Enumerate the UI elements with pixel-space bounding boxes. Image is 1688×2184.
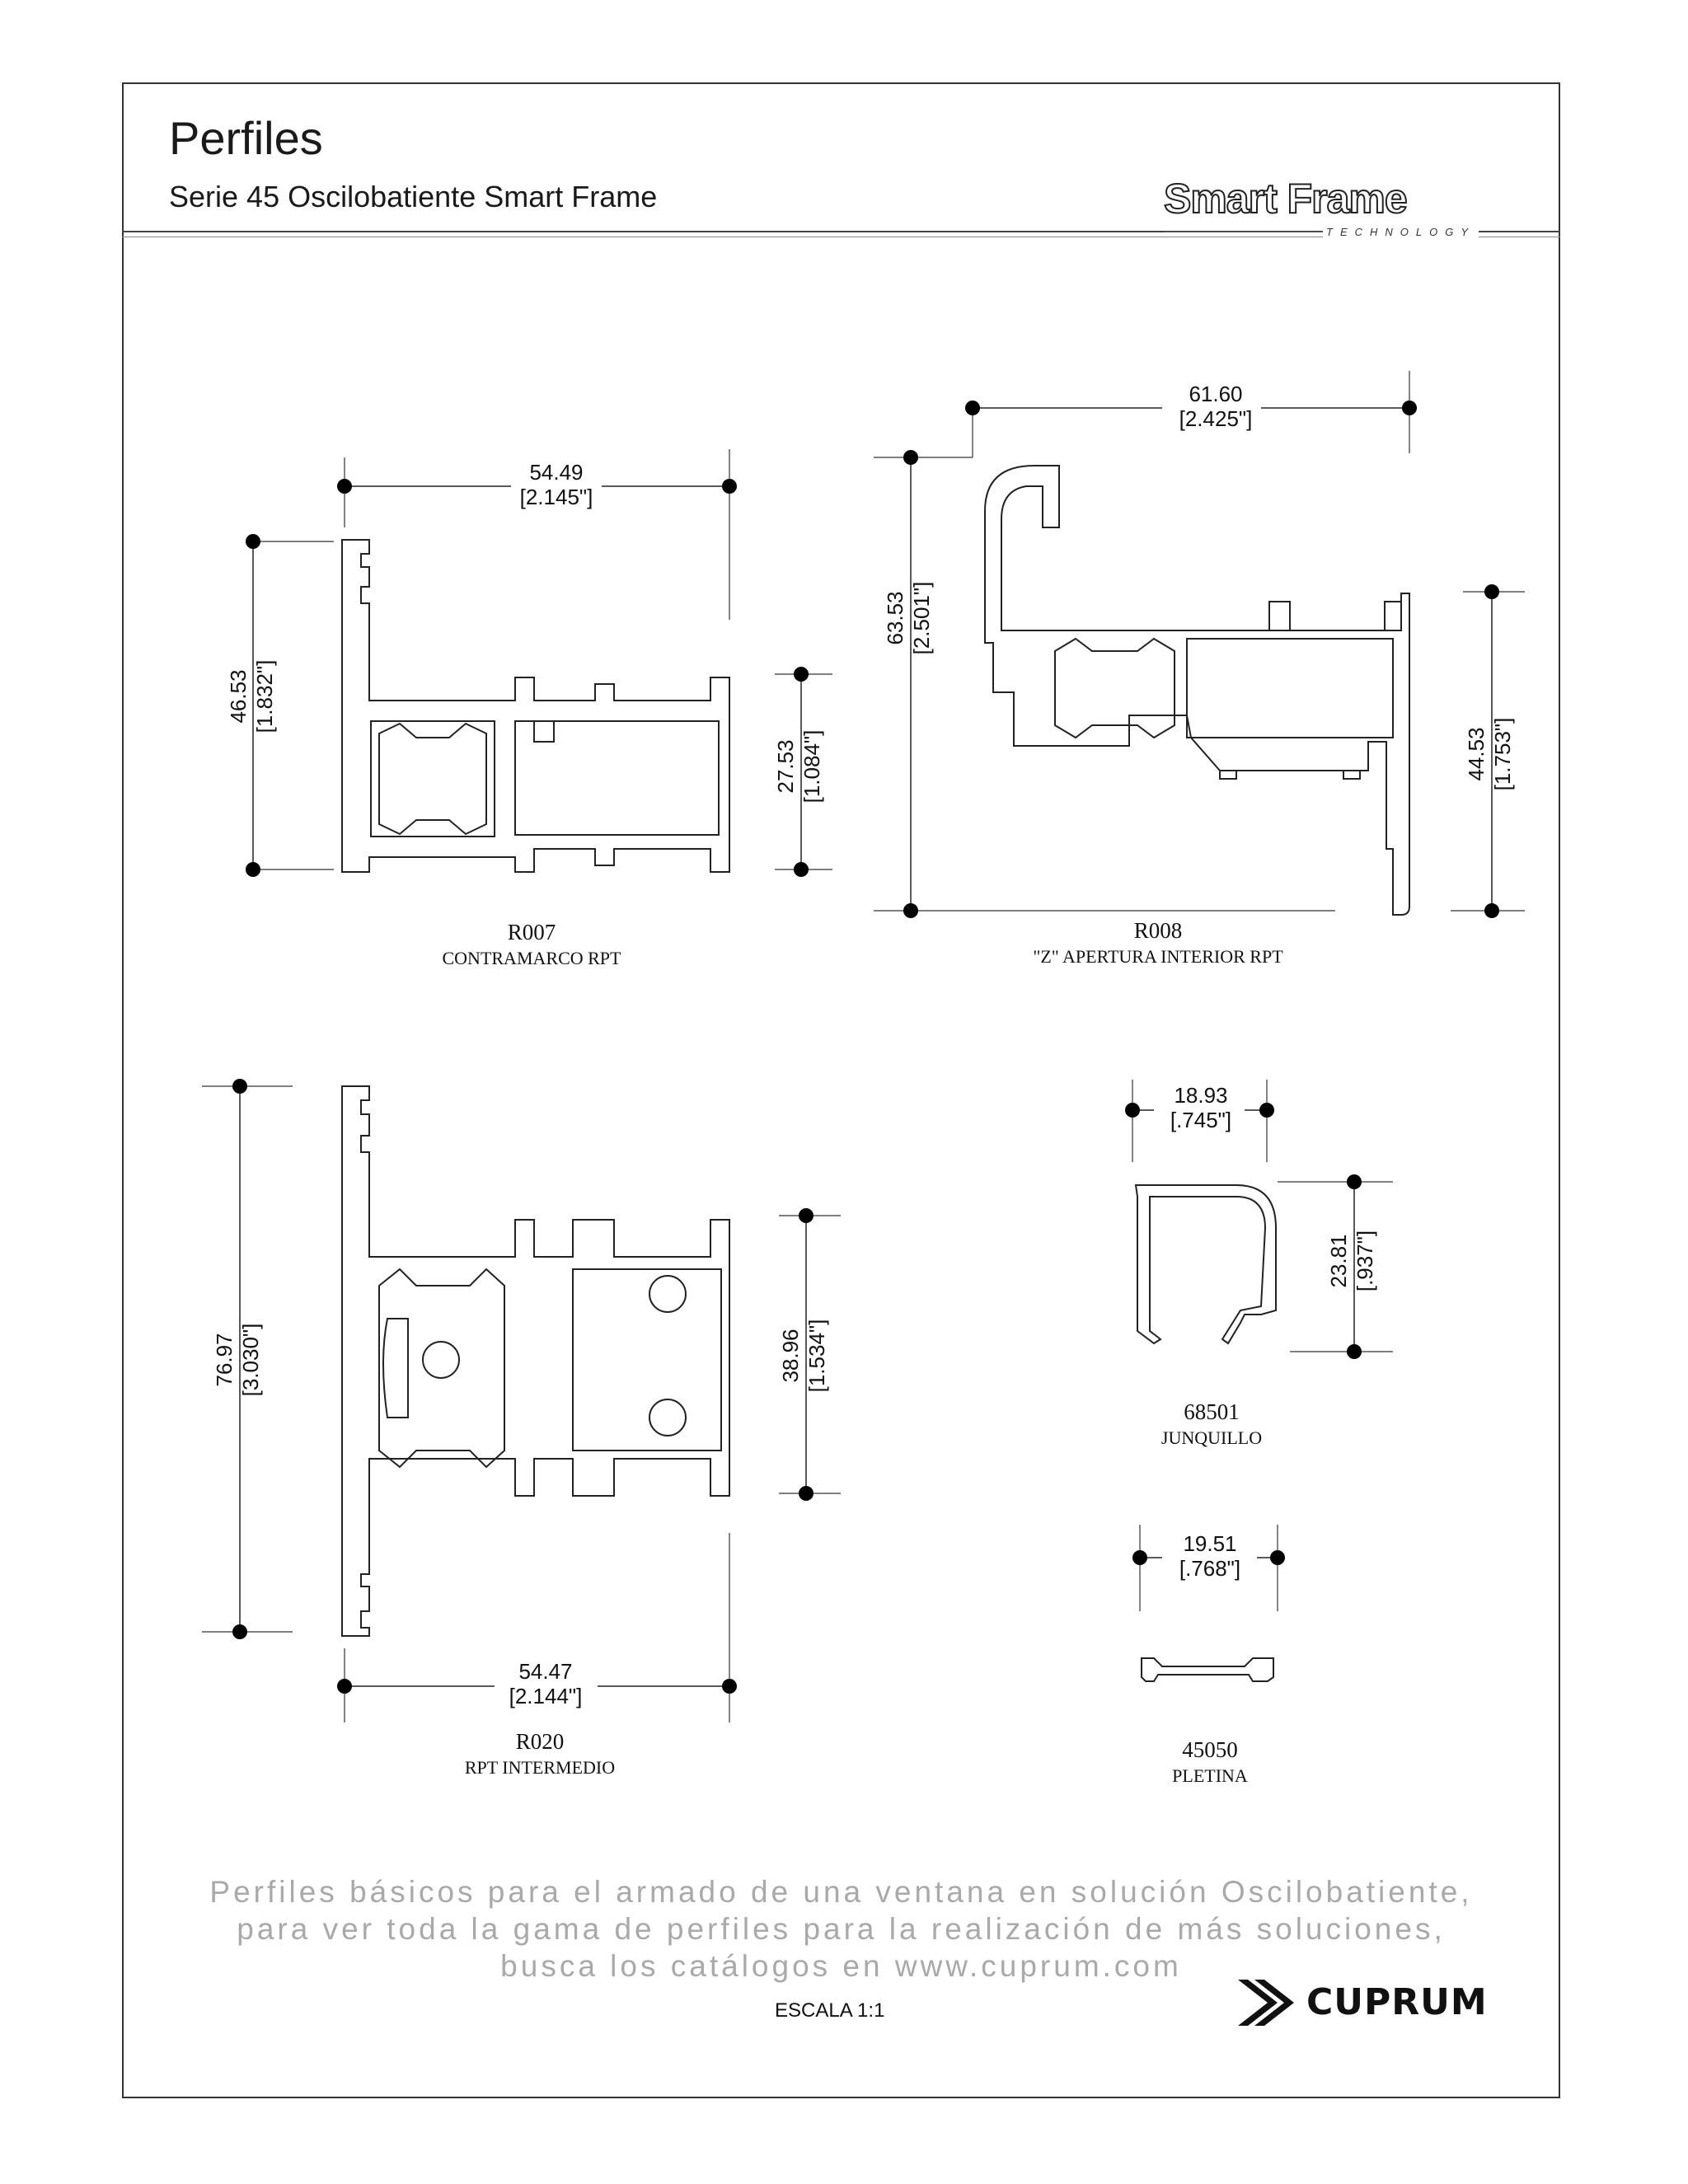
- p45050-width-mm: 19.51: [1183, 1531, 1236, 1556]
- p45050-name: PLETINA: [1172, 1765, 1248, 1786]
- r020-inner-mm: 38.96: [778, 1329, 803, 1382]
- smartframe-logo: Smart Frame: [1163, 175, 1409, 223]
- smartframe-logo-tagline: TECHNOLOGY: [1323, 226, 1479, 238]
- profile-r020: [202, 1079, 841, 1722]
- p68501-code: 68501: [1184, 1399, 1240, 1424]
- r008-code: R008: [1134, 918, 1183, 943]
- cuprum-logo-text: CUPRUM: [1306, 1981, 1488, 2023]
- scale-label: ESCALA 1:1: [775, 1999, 885, 2022]
- r020-height-mm: 76.97: [212, 1333, 237, 1386]
- profile-45050: [1132, 1525, 1285, 1682]
- r007-width-in: [2.145"]: [520, 485, 593, 509]
- r007-inner-in: [1.084"]: [799, 730, 824, 804]
- profile-68501: [1125, 1080, 1393, 1359]
- r007-inner-mm: 27.53: [773, 739, 798, 793]
- r007-height-in: [1.832"]: [252, 660, 277, 733]
- p45050-code: 45050: [1182, 1737, 1238, 1762]
- r008-width-in: [2.425"]: [1179, 406, 1253, 431]
- r007-width-mm: 54.49: [529, 460, 583, 485]
- r008-height-mm: 63.53: [883, 591, 907, 644]
- page-title: Perfiles: [169, 112, 323, 164]
- r007-code: R007: [508, 920, 556, 944]
- profile-r008: [874, 371, 1525, 918]
- p68501-name: JUNQUILLO: [1161, 1427, 1262, 1448]
- footer-note-line-2: para ver toda la gama de perfiles para l…: [237, 1912, 1446, 1946]
- r008-height-in: [2.501"]: [909, 582, 934, 655]
- p45050-width-in: [.768"]: [1179, 1556, 1240, 1581]
- r007-name: CONTRAMARCO RPT: [443, 948, 622, 968]
- r008-inner-mm: 44.53: [1464, 727, 1489, 780]
- p68501-height-mm: 23.81: [1326, 1234, 1351, 1287]
- r008-width-mm: 61.60: [1189, 382, 1242, 406]
- header-divider: [122, 231, 1560, 232]
- r020-name: RPT INTERMEDIO: [465, 1757, 615, 1778]
- p68501-height-in: [.937"]: [1353, 1230, 1377, 1291]
- r008-inner-in: [1.753"]: [1490, 718, 1515, 791]
- p68501-width-in: [.745"]: [1170, 1108, 1231, 1132]
- r020-width-in: [2.144"]: [509, 1684, 583, 1708]
- sheet-border: [122, 82, 1560, 2098]
- r007-height-mm: 46.53: [226, 669, 251, 723]
- r020-width-mm: 54.47: [518, 1659, 572, 1684]
- footer-note-line-1: Perfiles básicos para el armado de una v…: [209, 1875, 1473, 1909]
- cuprum-logo-icon: [1238, 1980, 1294, 2026]
- page-subtitle: Serie 45 Oscilobatiente Smart Frame: [169, 180, 658, 213]
- profile-r007: [246, 449, 832, 877]
- footer-note-line-3: busca los catálogos en www.cuprum.com: [500, 1949, 1182, 1983]
- r008-name: "Z" APERTURA INTERIOR RPT: [1033, 946, 1283, 967]
- r020-code: R020: [516, 1729, 565, 1754]
- r020-inner-in: [1.534"]: [804, 1319, 829, 1393]
- p68501-width-mm: 18.93: [1174, 1083, 1227, 1108]
- r020-height-in: [3.030"]: [238, 1324, 263, 1397]
